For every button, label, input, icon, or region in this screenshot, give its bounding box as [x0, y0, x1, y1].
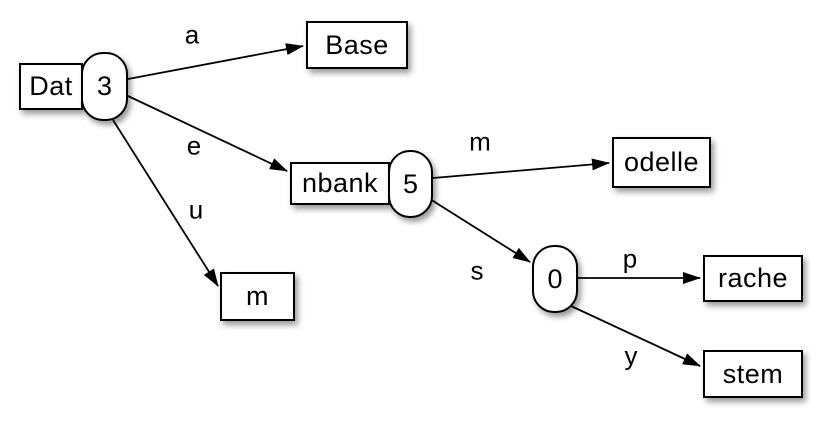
node-nbank-box: nbank: [290, 162, 390, 205]
node-m-box: m: [220, 272, 295, 321]
edge-a-line: [127, 43, 304, 80]
node-base-box: Base: [306, 21, 408, 69]
edge-label-p: p: [622, 243, 638, 274]
node-dat-count-capsule: 3: [81, 52, 128, 121]
node-zero-count-capsule: 0: [532, 245, 578, 313]
edge-label-m: m: [469, 126, 491, 157]
edge-label-e: e: [186, 130, 202, 161]
node-dat-box: Dat: [19, 63, 83, 110]
edge-u-line: [112, 119, 219, 287]
edge-label-s: s: [470, 255, 484, 286]
node-odelle-box: odelle: [612, 137, 711, 188]
edge-label-a: a: [184, 19, 200, 50]
edge-y-line: [570, 305, 701, 367]
node-stem-box: stem: [703, 350, 803, 398]
node-rache-box: rache: [703, 255, 803, 302]
edge-e-line: [127, 95, 288, 172]
edge-label-u: u: [188, 194, 204, 225]
edge-s-line: [429, 198, 531, 263]
edge-label-y: y: [624, 340, 638, 371]
edge-m-line: [432, 158, 610, 179]
node-nbank-count-capsule: 5: [388, 150, 433, 218]
